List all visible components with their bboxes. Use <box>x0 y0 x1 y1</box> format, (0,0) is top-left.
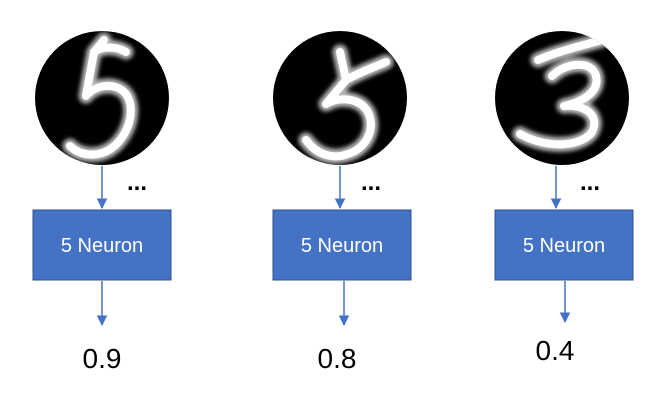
neuron-box-1 <box>32 209 172 281</box>
column-1: ... 5 Neuron 0.9 <box>32 31 172 374</box>
neuron-box-2 <box>272 209 412 281</box>
digit-three-stroke <box>516 36 606 149</box>
output-value-2: 0.8 <box>318 343 357 374</box>
digit-circle <box>35 31 169 165</box>
ellipsis-1: ... <box>127 169 147 196</box>
digit-five-stroke <box>302 48 390 161</box>
column-3: ... 5 Neuron 0.4 <box>494 31 634 366</box>
output-value-1: 0.9 <box>83 343 122 374</box>
output-value-3: 0.4 <box>536 335 575 366</box>
neuron-label-3: 5 Neuron <box>523 235 605 257</box>
digit-image-1 <box>35 31 169 165</box>
ellipsis-3: ... <box>580 169 600 196</box>
digit-image-2 <box>273 31 407 165</box>
neuron-label-2: 5 Neuron <box>301 235 383 257</box>
ellipsis-2: ... <box>361 169 381 196</box>
column-2: ... 5 Neuron 0.8 <box>272 31 412 374</box>
digit-five-stroke <box>66 36 135 159</box>
neuron-box-3 <box>494 209 634 281</box>
neuron-label-1: 5 Neuron <box>61 235 143 257</box>
digit-image-3 <box>495 31 629 165</box>
